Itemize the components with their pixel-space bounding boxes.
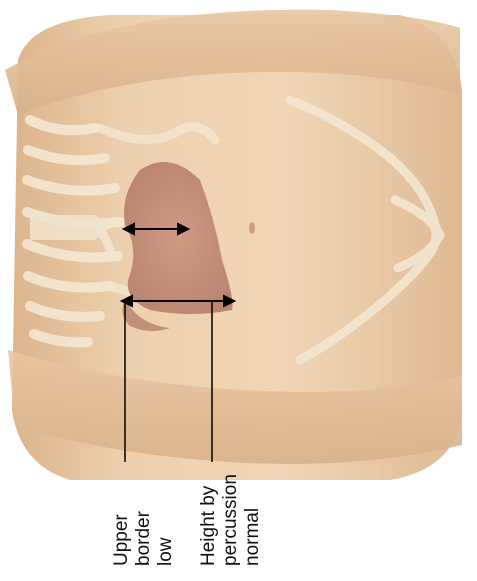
percussion-line-3: normal <box>242 474 264 566</box>
height-by-percussion-label: Height by percussion normal <box>198 474 264 566</box>
upper-border-line-3: low <box>155 511 177 566</box>
percussion-line-2: percussion <box>220 474 242 566</box>
sternum <box>30 215 110 240</box>
navel <box>249 222 255 234</box>
percussion-line-1: Height by <box>198 474 220 566</box>
upper-border-line-2: border <box>133 511 155 566</box>
upper-border-line-1: Upper <box>111 511 133 566</box>
upper-border-label: Upper border low <box>111 511 177 566</box>
